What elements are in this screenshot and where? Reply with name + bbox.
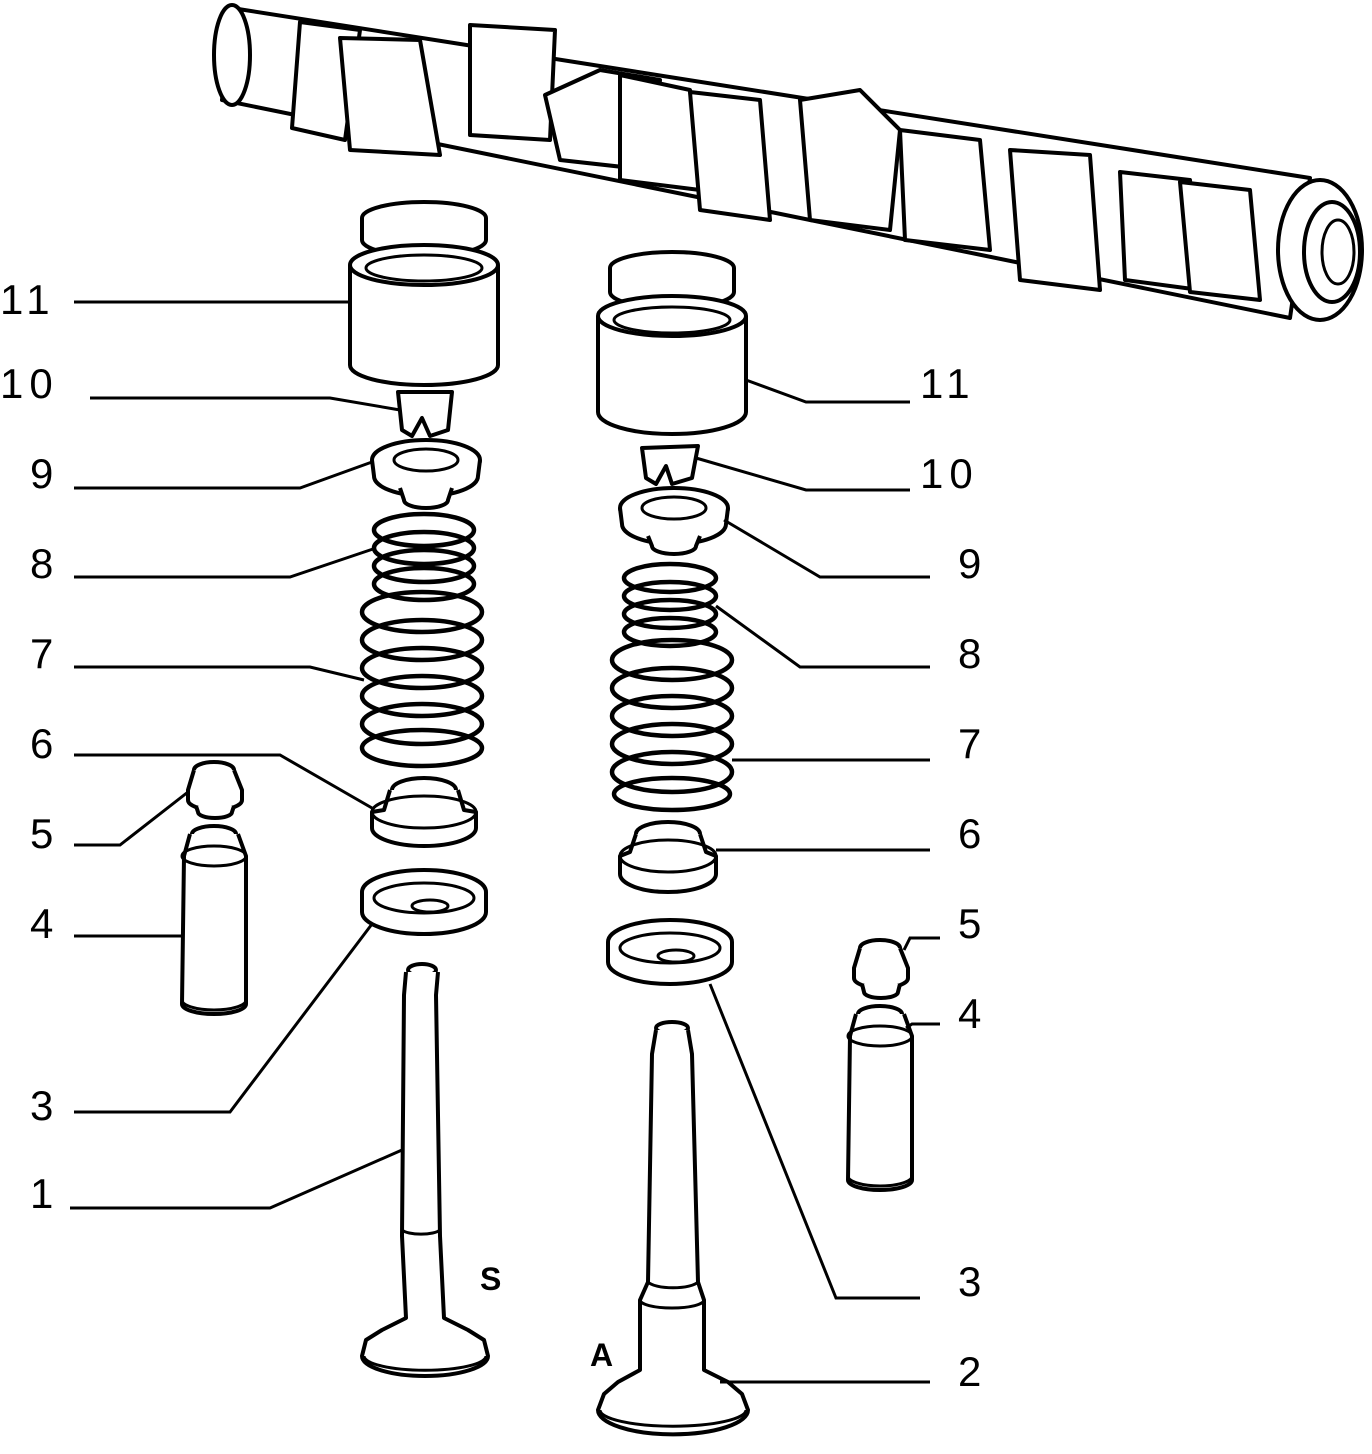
left-valve-assembly xyxy=(180,200,500,1378)
right-outer-spring xyxy=(609,637,735,813)
label-left-7: 7 xyxy=(30,630,59,677)
label-right-7: 7 xyxy=(958,720,987,767)
camshaft xyxy=(212,3,1364,322)
label-right-10: 10 xyxy=(920,450,979,497)
label-right-8: 8 xyxy=(958,630,987,677)
label-left-1: 1 xyxy=(30,1170,59,1217)
left-intake-valve xyxy=(360,962,490,1378)
right-valve-seat-cup xyxy=(606,918,734,986)
labels-right: 11 10 9 8 7 6 5 4 3 2 A xyxy=(590,360,987,1395)
label-right-2: 2 xyxy=(958,1348,987,1395)
left-valve-stem-seal xyxy=(186,760,244,820)
right-valve-guide xyxy=(846,1004,914,1192)
right-valve-assembly xyxy=(596,250,914,1437)
label-left-4: 4 xyxy=(30,900,59,947)
left-valve-seat-cup xyxy=(360,868,488,936)
label-left-11: 11 xyxy=(0,276,56,323)
label-right-6: 6 xyxy=(958,810,987,857)
left-outer-spring xyxy=(359,589,485,769)
label-right-3: 3 xyxy=(958,1258,987,1305)
leader-lines-right xyxy=(695,378,940,1384)
right-inner-spring xyxy=(621,561,719,649)
left-inner-spring xyxy=(371,511,477,603)
right-tappet-bucket xyxy=(596,250,748,436)
left-valve-guide xyxy=(180,824,248,1016)
label-right-4: 4 xyxy=(958,990,987,1037)
label-left-5: 5 xyxy=(30,810,59,857)
label-right-5: 5 xyxy=(958,900,987,947)
valve-letter-left: S xyxy=(480,1261,501,1297)
label-left-8: 8 xyxy=(30,540,59,587)
label-right-11: 11 xyxy=(920,360,976,407)
label-right-9: 9 xyxy=(958,540,987,587)
right-valve-stem-seal xyxy=(852,938,910,1000)
valve-letter-right: A xyxy=(590,1337,613,1373)
label-left-3: 3 xyxy=(30,1082,59,1129)
label-left-9: 9 xyxy=(30,450,59,497)
right-upper-retainer xyxy=(618,486,730,556)
left-tappet-bucket xyxy=(348,200,500,387)
left-valve-collets xyxy=(396,390,454,438)
leader-lines-left xyxy=(70,300,403,1210)
label-left-6: 6 xyxy=(30,720,59,767)
left-upper-retainer xyxy=(370,438,482,510)
right-lower-spring-seat xyxy=(618,820,718,894)
left-lower-spring-seat xyxy=(370,776,478,848)
right-valve-collets xyxy=(640,444,700,486)
right-exhaust-valve xyxy=(596,1020,750,1437)
labels-left: 11 10 9 8 7 6 5 4 3 1 S xyxy=(0,276,501,1297)
label-left-10: 10 xyxy=(0,360,59,407)
